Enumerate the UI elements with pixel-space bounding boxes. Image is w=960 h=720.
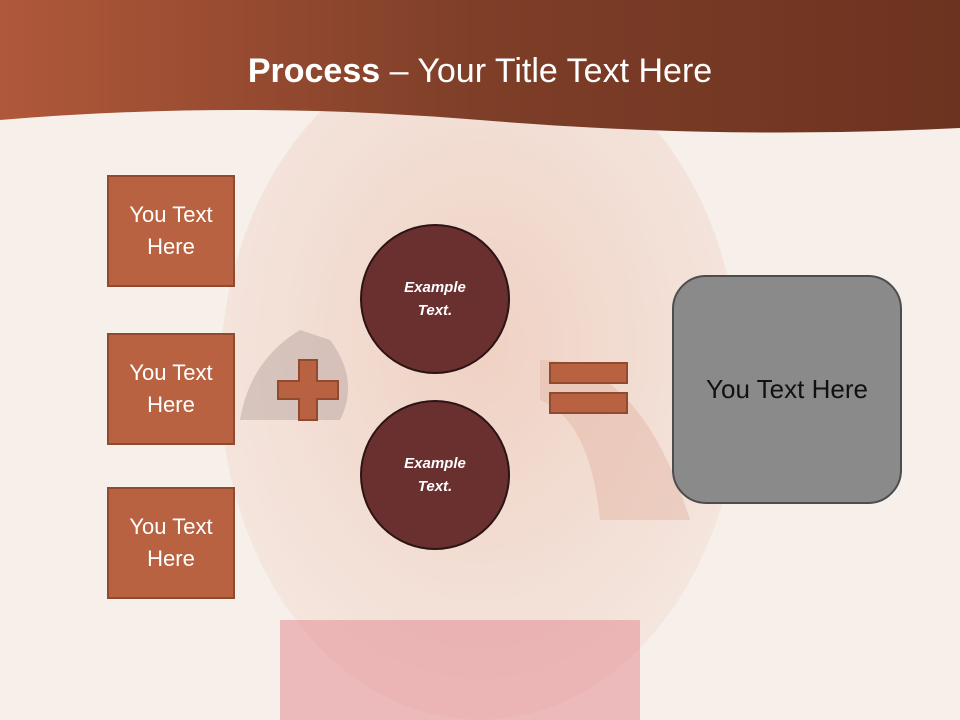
text-box-2[interactable]: You Text Here (107, 333, 235, 445)
example-circle-2-label: Example Text. (404, 455, 466, 495)
example-circle-1-label: Example Text. (404, 279, 466, 319)
text-box-2-label: You Text Here (129, 360, 213, 417)
result-box[interactable]: You Text Here (672, 275, 902, 504)
text-box-1[interactable]: You Text Here (107, 175, 235, 287)
plus-icon (277, 359, 339, 421)
text-box-3-label: You Text Here (129, 514, 213, 571)
title-bold: Process (247, 52, 381, 90)
result-box-label: You Text Here (706, 374, 868, 404)
title-rest: – Your Title Text Here (380, 52, 713, 90)
example-circle-1[interactable]: Example Text. (360, 224, 510, 374)
equals-icon (549, 362, 628, 414)
example-circle-2[interactable]: Example Text. (360, 400, 510, 550)
text-box-3[interactable]: You Text Here (107, 487, 235, 599)
slide-title: Process – Your Title Text Here (0, 52, 960, 91)
text-box-1-label: You Text Here (129, 202, 213, 259)
header-band (0, 0, 960, 133)
